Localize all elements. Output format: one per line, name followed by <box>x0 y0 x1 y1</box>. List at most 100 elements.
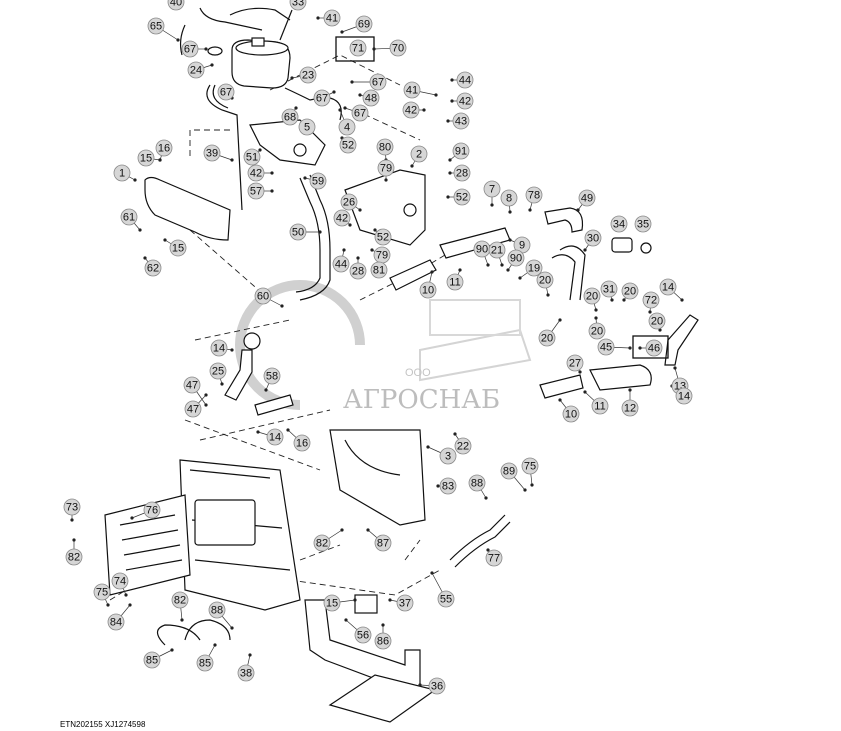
leader-dot <box>130 516 134 520</box>
callout-8: 8 <box>500 189 518 207</box>
callout-circle <box>389 39 407 57</box>
callout-number: 21 <box>491 245 503 257</box>
leader-dot <box>583 390 587 394</box>
callout-number: 34 <box>613 219 625 231</box>
callout-number: 67 <box>184 44 196 56</box>
callout-number: 52 <box>377 232 389 244</box>
callout-31: 31 <box>600 280 618 298</box>
callout-circle <box>483 180 501 198</box>
callout-16: 16 <box>155 139 173 157</box>
callout-number: 20 <box>539 275 551 287</box>
leader-dot <box>453 432 457 436</box>
callout-24: 24 <box>187 61 205 79</box>
leader-dot <box>610 298 614 302</box>
leader-dot <box>158 158 162 162</box>
callout-87: 87 <box>374 534 392 552</box>
leader-dot <box>264 388 268 392</box>
leader-dot <box>384 178 388 182</box>
callout-circle <box>111 572 129 590</box>
callout-circle <box>588 322 606 340</box>
callout-circle <box>362 89 380 107</box>
callout-circle <box>453 164 471 182</box>
callout-number: 16 <box>158 143 170 155</box>
callout-number: 88 <box>471 478 483 490</box>
leader-dot <box>358 208 362 212</box>
callout-number: 20 <box>651 316 663 328</box>
callout-number: 88 <box>211 605 223 617</box>
callout-circle <box>243 148 261 166</box>
callout-circle <box>113 164 131 182</box>
callout-number: 19 <box>528 263 540 275</box>
callout-number: 91 <box>455 146 467 158</box>
callout-40: 40 <box>167 0 185 11</box>
callout-72: 72 <box>642 291 660 309</box>
callout-number: 30 <box>587 233 599 245</box>
callout-circle <box>485 549 503 567</box>
leader-dot <box>230 626 234 630</box>
callout-number: 25 <box>212 366 224 378</box>
callout-circle <box>377 159 395 177</box>
callout-number: 90 <box>510 253 522 265</box>
callout-number: 22 <box>457 441 469 453</box>
callout-number: 47 <box>187 404 199 416</box>
leader-dot <box>290 76 294 80</box>
leader-dot <box>622 298 626 302</box>
callout-number: 67 <box>372 77 384 89</box>
callout-number: 16 <box>296 438 308 450</box>
callout-52: 52 <box>374 228 392 246</box>
callout-circle <box>675 387 693 405</box>
leader-dot <box>340 528 344 532</box>
callout-15: 15 <box>323 594 341 612</box>
leader-dot <box>358 93 362 97</box>
leader-dot <box>270 189 274 193</box>
callout-20: 20 <box>583 287 601 305</box>
leader-dot <box>303 176 307 180</box>
callout-number: 67 <box>316 93 328 105</box>
leader-dot <box>546 293 550 297</box>
callout-number: 8 <box>506 193 512 205</box>
callout-85: 85 <box>143 651 161 669</box>
callout-71: 71 <box>349 39 367 57</box>
callout-73: 73 <box>63 498 81 516</box>
callout-number: 10 <box>422 285 434 297</box>
callout-circle <box>309 172 327 190</box>
callout-circle <box>107 613 125 631</box>
leader-dot <box>418 683 422 687</box>
leader-dot <box>204 403 208 407</box>
callout-70: 70 <box>389 39 407 57</box>
callout-77: 77 <box>485 549 503 567</box>
callout-number: 45 <box>600 342 612 354</box>
callout-circle <box>642 291 660 309</box>
leader-dot <box>484 496 488 500</box>
callout-number: 10 <box>565 409 577 421</box>
callout-circle <box>525 259 543 277</box>
leader-dot <box>506 268 510 272</box>
leader-dot <box>316 16 320 20</box>
callout-number: 41 <box>406 85 418 97</box>
callout-14: 14 <box>266 428 284 446</box>
leader-dot <box>342 248 346 252</box>
callout-circle <box>659 278 677 296</box>
leader-dot <box>138 228 142 232</box>
callout-19: 19 <box>525 259 543 277</box>
leader-dot <box>434 93 438 97</box>
callout-number: 71 <box>352 43 364 55</box>
callout-circle <box>597 338 615 356</box>
callout-58: 58 <box>263 367 281 385</box>
callout-2: 2 <box>410 145 428 163</box>
callout-number: 87 <box>377 538 389 550</box>
callout-circle <box>376 138 394 156</box>
callout-41: 41 <box>323 9 341 27</box>
callout-circle <box>203 144 221 162</box>
callout-circle <box>181 40 199 58</box>
callout-number: 80 <box>379 142 391 154</box>
callout-number: 27 <box>569 358 581 370</box>
callout-circle <box>374 632 392 650</box>
callout-number: 2 <box>416 149 422 161</box>
callout-5: 5 <box>298 118 316 136</box>
leader-dot <box>133 178 137 182</box>
callout-10: 10 <box>562 405 580 423</box>
callout-circle <box>419 281 437 299</box>
callout-circle <box>456 71 474 89</box>
